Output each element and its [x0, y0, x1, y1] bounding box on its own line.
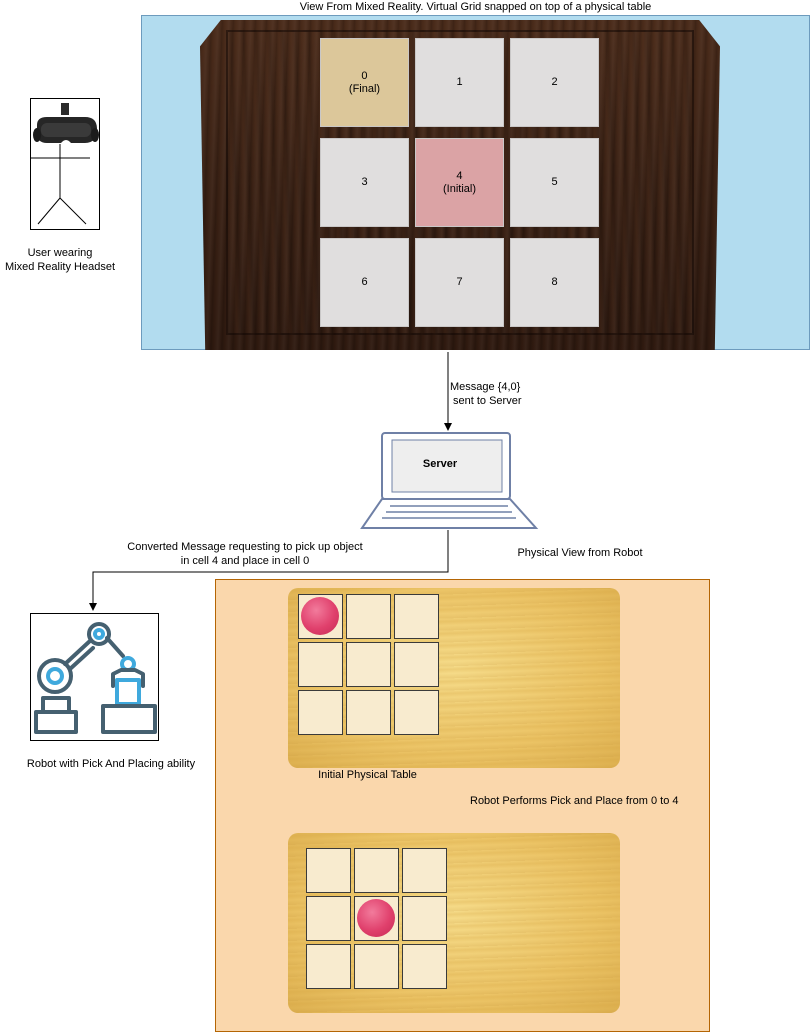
final-table-cell-1: [354, 848, 399, 893]
virtual-grid-cell-3: 3: [320, 138, 409, 227]
initial-table-cell-5: [394, 642, 439, 687]
converted-message-line1: Converted Message requesting to pick up …: [127, 541, 363, 553]
stick-figure-icon: [30, 144, 90, 225]
user-label-line1: User wearing: [27, 247, 93, 259]
robot-arm-icon: [34, 622, 157, 734]
initial-table-cell-4: [346, 642, 391, 687]
final-table-cell-0: [306, 848, 351, 893]
robot-box: [30, 613, 159, 741]
final-table-cell-3: [306, 896, 351, 941]
final-table-cell-8: [402, 944, 447, 989]
initial-table-cell-6: [298, 690, 343, 735]
initial-table-label: Initial Physical Table: [318, 769, 417, 781]
virtual-grid-cell-label: 8: [551, 276, 558, 288]
initial-physical-table: [288, 588, 620, 768]
virtual-grid-cell-2: 2: [510, 38, 599, 127]
converted-message-line2: in cell 4 and place in cell 0: [180, 555, 310, 567]
final-table-cell-6: [306, 944, 351, 989]
virtual-grid-cell-label: 2: [551, 76, 558, 88]
final-table-cell-2: [402, 848, 447, 893]
final-table-cell-5: [402, 896, 447, 941]
virtual-grid-cell-1: 1: [415, 38, 504, 127]
message-line2: sent to Server: [453, 395, 522, 407]
virtual-grid-cell-label: 6: [361, 276, 368, 288]
virtual-grid-cell-label: 5: [551, 176, 558, 188]
virtual-grid-cell-4: 4 (Initial): [415, 138, 504, 227]
initial-table-cell-3: [298, 642, 343, 687]
robot-action-label: Robot Performs Pick and Place from 0 to …: [470, 795, 679, 807]
virtual-grid-cell-0: 0 (Final): [320, 38, 409, 127]
vr-headset-icon: [33, 103, 99, 143]
virtual-grid-cell-label: 4 (Initial): [442, 169, 476, 195]
ball-icon: [357, 899, 395, 937]
virtual-grid-cell-label: 7: [456, 276, 463, 288]
final-table-cell-7: [354, 944, 399, 989]
laptop-icon: [360, 432, 539, 529]
virtual-grid-cell-5: 5: [510, 138, 599, 227]
initial-table-cell-7: [346, 690, 391, 735]
robot-label: Robot with Pick And Placing ability: [26, 758, 196, 770]
initial-table-cell-2: [394, 594, 439, 639]
user-figure-box: [30, 98, 100, 230]
virtual-grid-cell-label: 1: [456, 76, 463, 88]
mr-view-title: View From Mixed Reality. Virtual Grid sn…: [299, 1, 652, 13]
virtual-grid-cell-8: 8: [510, 238, 599, 327]
ball-icon: [301, 597, 339, 635]
initial-table-cell-8: [394, 690, 439, 735]
virtual-grid-cell-label: 0 (Final): [348, 69, 381, 95]
message-line1: Message {4,0}: [450, 381, 521, 393]
initial-table-cell-1: [346, 594, 391, 639]
physical-view-label: Physical View from Robot: [517, 547, 643, 559]
virtual-grid-cell-label: 3: [361, 176, 368, 188]
server-label: Server: [422, 458, 458, 470]
user-label-line2: Mixed Reality Headset: [4, 261, 116, 273]
virtual-grid-cell-6: 6: [320, 238, 409, 327]
virtual-grid-cell-7: 7: [415, 238, 504, 327]
